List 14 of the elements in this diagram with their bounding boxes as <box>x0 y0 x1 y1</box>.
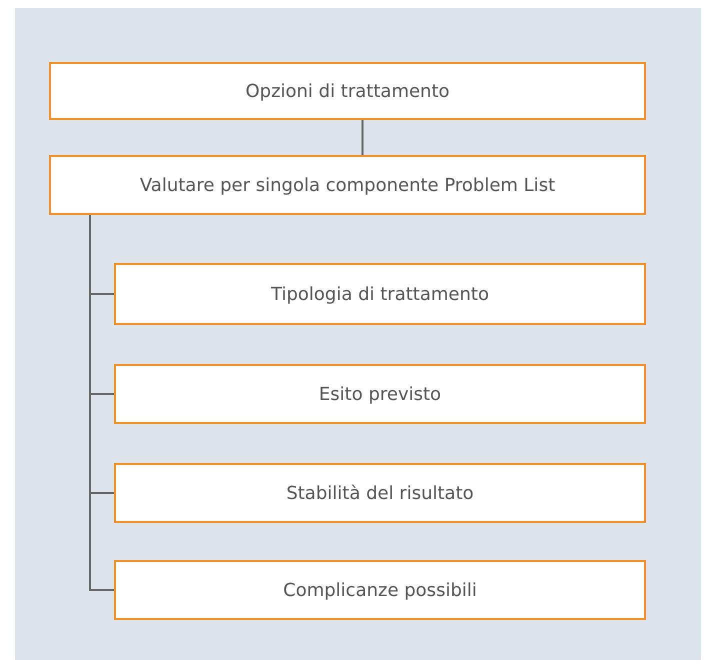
box-label: Esito previsto <box>318 384 442 404</box>
process-box <box>49 62 646 120</box>
connector-line <box>362 120 364 155</box>
process-box <box>49 155 646 215</box>
box-label: Valutare per singola componente Problem List <box>140 174 556 196</box>
box-label: Stabilità del risultato <box>286 482 474 504</box>
process-box <box>114 560 646 620</box>
box-label: Complicanze possibili <box>283 580 477 600</box>
connector-line <box>89 215 114 591</box>
box-label: Tipologia di trattamento <box>271 284 489 304</box>
box-label: Opzioni di trattamento <box>245 80 450 102</box>
process-box <box>114 263 646 325</box>
process-box <box>114 463 646 523</box>
process-box <box>114 364 646 424</box>
